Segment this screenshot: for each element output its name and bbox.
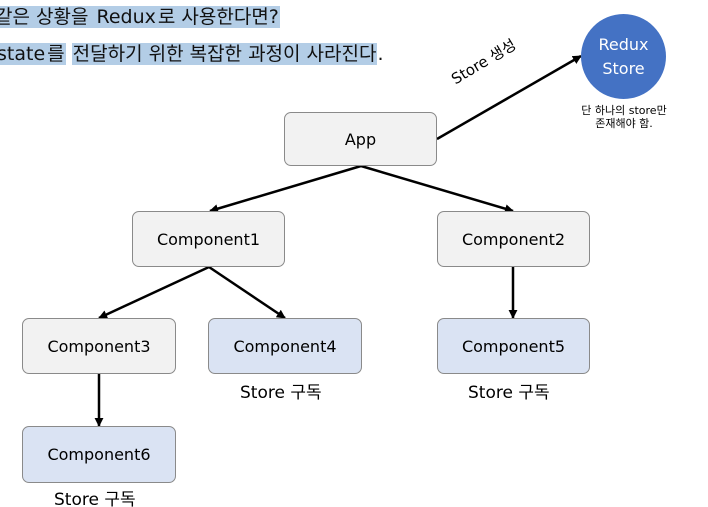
subscribe-label-component5: Store 구독 [468, 383, 550, 403]
redux-store-line-1: Redux [598, 34, 649, 54]
redux-store-circle: Redux Store [581, 14, 666, 99]
node-component4: Component4 [208, 318, 362, 374]
store-note: 단 하나의 store만 존재해야 함. [568, 104, 680, 130]
node-component3: Component3 [22, 318, 176, 374]
headline-line-2-part-3: 전달하기 위한 복잡한 과정이 사라진다 [71, 43, 378, 65]
subscribe-label-component6: Store 구독 [54, 490, 136, 507]
redux-store-line-2: Store [602, 58, 645, 78]
store-note-line-2: 존재해야 함. [595, 117, 653, 130]
headline-line-2-part-1: state [0, 43, 47, 65]
arrow-app-to-component2 [360, 164, 514, 214]
node-component1: Component1 [132, 211, 285, 267]
headline-line-1-part-1: 같은 상황을 [0, 6, 96, 28]
headline-line-2-part-4: . [377, 43, 384, 65]
node-app: App [284, 112, 437, 166]
node-component6: Component6 [22, 426, 176, 483]
node-component2: Component2 [437, 211, 590, 267]
store-note-line-1: 단 하나의 store만 [581, 104, 667, 117]
subscribe-label-component4: Store 구독 [240, 383, 322, 403]
arrow-component1-to-component3 [98, 265, 210, 320]
arrow-app-to-component1 [209, 164, 362, 213]
node-component5: Component5 [437, 318, 590, 374]
arrow-app-to-store [436, 54, 582, 141]
headline-line-2-part-2: 를 [46, 43, 66, 65]
headline-line-1-part-3: 로 사용한다면? [156, 6, 280, 28]
arrow-component1-to-component4 [208, 265, 286, 320]
headline-line-1-part-2: Redux [95, 6, 157, 28]
